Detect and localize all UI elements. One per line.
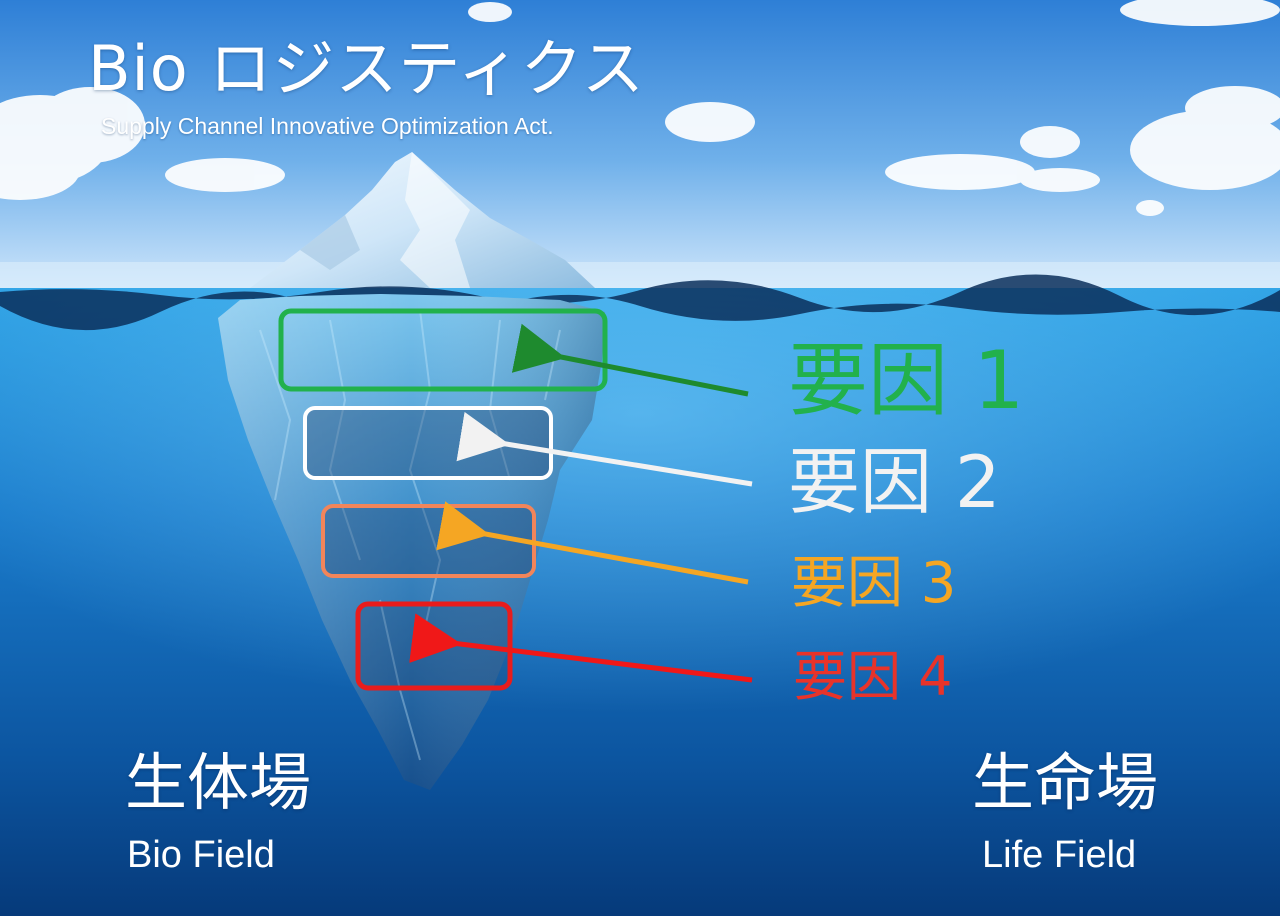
life-field-subtitle: Life Field (982, 834, 1137, 876)
waterline (0, 274, 1280, 331)
life-field-title: 生命場 (972, 746, 1159, 819)
factor-3-box (321, 504, 536, 578)
factor-2-label: 要因 2 (788, 440, 1001, 524)
factor-2-arrow (456, 411, 753, 487)
factor-3-label: 要因 3 (791, 551, 957, 616)
bio-field-subtitle: Bio Field (127, 834, 275, 876)
clouds (0, 0, 1280, 216)
factor-1-label: 要因 1 (788, 334, 1025, 427)
bio-field-title: 生体場 (125, 746, 312, 819)
factor-4-label: 要因 4 (793, 645, 953, 708)
page-title: Bio ロジスティクス (88, 32, 645, 105)
page-subtitle: Supply Channel Innovative Optimization A… (101, 113, 554, 139)
factor-1-arrow (511, 323, 749, 397)
factor-1-box (278, 308, 608, 392)
factor-4-arrow (409, 613, 753, 683)
factor-3-arrow (436, 501, 749, 585)
